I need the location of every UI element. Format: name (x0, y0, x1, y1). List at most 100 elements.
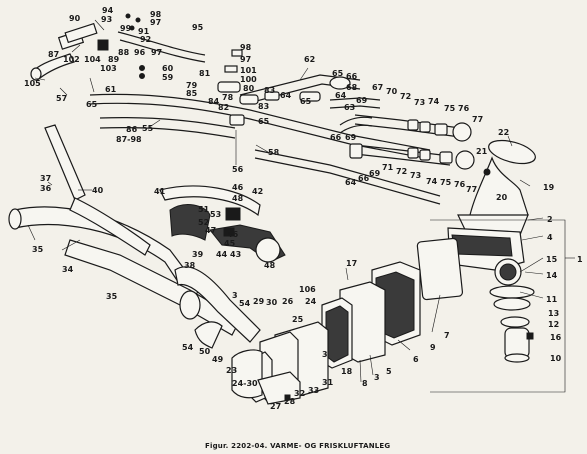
callout-63: 63 (344, 103, 355, 112)
callout-41: 41 (154, 187, 166, 196)
callout-49: 49 (212, 355, 224, 364)
callout-64b: 64 (335, 91, 347, 100)
fitting-chain-lower (349, 143, 475, 170)
callout-46b: 46 (227, 230, 239, 239)
callout-66c: 66 (358, 174, 370, 183)
callout-91: 91 (138, 27, 150, 36)
callout-68: 68 (346, 83, 358, 92)
callout-103: 103 (100, 64, 117, 73)
exhaust-pipes (8, 124, 286, 349)
callout-26: 26 (282, 297, 294, 306)
callout-71: 71 (382, 163, 394, 172)
callout-77a: 77 (472, 115, 483, 124)
callout-62: 62 (304, 55, 315, 64)
callout-1: 1 (577, 255, 583, 264)
callout-53: 53 (210, 210, 221, 219)
callout-23: 23 (226, 366, 237, 375)
callout-40: 40 (92, 186, 104, 195)
callout-13: 13 (548, 309, 559, 318)
callout-87: 87 (48, 50, 59, 59)
heater-box (231, 321, 329, 405)
callout-83a: 83 (258, 102, 269, 111)
callout-10: 10 (550, 354, 562, 363)
callout-74: 74 (428, 97, 440, 106)
callout-72a: 72 (400, 92, 411, 101)
callout-8: 8 (362, 379, 368, 388)
callout-105: 105 (24, 79, 41, 88)
callout-2: 2 (547, 215, 553, 224)
callout-12: 12 (548, 320, 559, 329)
callout-98a: 98 (150, 10, 162, 19)
callout-76a: 76 (458, 104, 470, 113)
callout-52: 52 (198, 218, 209, 227)
callout-70: 70 (386, 87, 398, 96)
callout-25: 25 (292, 315, 304, 324)
callout-34: 34 (62, 265, 74, 274)
callout-54a: 54 (239, 299, 251, 308)
callout-57: 57 (56, 94, 67, 103)
callout-81: 81 (199, 69, 211, 78)
callout-36: 36 (40, 184, 52, 193)
callout-102: 102 (63, 55, 80, 64)
blower-unit (416, 227, 535, 363)
connector-cluster (139, 65, 381, 134)
callout-38: 38 (184, 261, 196, 270)
callout-77b: 77 (466, 185, 477, 194)
callout-6: 6 (413, 355, 419, 364)
callout-27: 27 (270, 402, 281, 411)
callout-11: 11 (546, 295, 558, 304)
callout-3c: 3 (374, 373, 380, 382)
callout-31: 31 (322, 378, 334, 387)
callout-97c: 97 (240, 55, 251, 64)
callout-75b: 75 (440, 178, 452, 187)
callout-66b: 66 (330, 133, 342, 142)
callout-3a: 3 (232, 291, 238, 300)
callout-45: 45 (224, 239, 236, 248)
callout-66a: 66 (346, 72, 358, 81)
callout-65a: 65 (86, 100, 98, 109)
callout-48b: 48 (264, 261, 276, 270)
callout-43: 43 (230, 250, 241, 259)
callout-87-98: 87-98 (116, 135, 142, 144)
callout-24: 24 (305, 297, 317, 306)
callout-15: 15 (546, 255, 558, 264)
callout-73b: 73 (410, 171, 421, 180)
callout-39: 39 (192, 250, 204, 259)
callout-50: 50 (199, 347, 211, 356)
callout-29: 29 (253, 297, 265, 306)
callout-64c: 64 (345, 178, 357, 187)
callout-90: 90 (69, 14, 81, 23)
callout-97b: 97 (151, 48, 162, 57)
callout-32: 32 (294, 389, 305, 398)
callout-54b: 54 (182, 343, 194, 352)
callout-86: 86 (126, 125, 138, 134)
callout-65d: 65 (258, 117, 270, 126)
callout-74b: 74 (426, 177, 438, 186)
callout-106: 106 (299, 285, 316, 294)
callout-9: 9 (430, 343, 436, 352)
callout-97a: 97 (150, 18, 161, 27)
callout-94: 94 (102, 6, 114, 15)
callout-101: 101 (240, 66, 257, 75)
callout-61: 61 (105, 85, 117, 94)
callout-79: 79 (186, 81, 198, 90)
callout-72b: 72 (396, 167, 407, 176)
figure-caption: Figur. 2202-04. VARME- OG FRISKLUFTANLEG (205, 442, 390, 450)
callout-5: 5 (386, 367, 392, 376)
callout-100: 100 (240, 75, 257, 84)
callout-80: 80 (243, 84, 255, 93)
callout-75a: 75 (444, 104, 456, 113)
callout-28: 28 (284, 397, 296, 406)
leader-lines (27, 19, 544, 383)
outlet-assembly (30, 13, 243, 81)
part-number-labels: 90 94 98 93 97 99 91 95 92 87 102 104 89… (24, 6, 583, 411)
callout-88: 88 (118, 48, 130, 57)
callout-51: 51 (198, 205, 210, 214)
callout-42: 42 (252, 187, 263, 196)
callout-59: 59 (162, 73, 174, 82)
callout-67: 67 (372, 83, 383, 92)
callout-4: 4 (547, 233, 553, 242)
callout-30: 30 (266, 298, 278, 307)
